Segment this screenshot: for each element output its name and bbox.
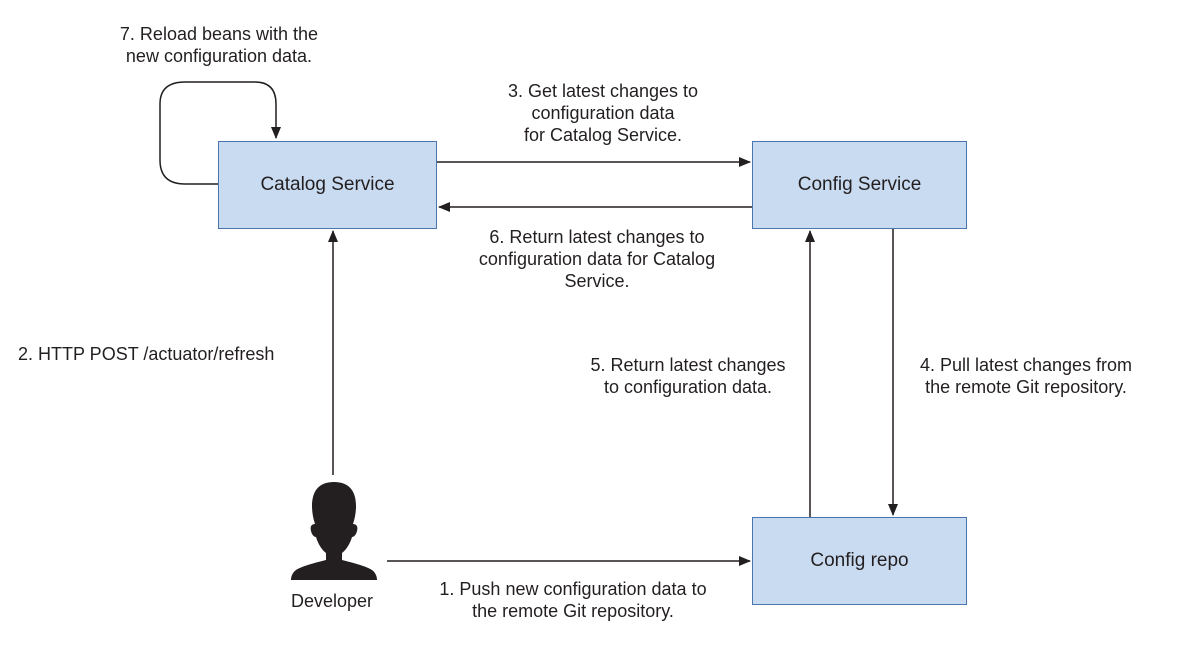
developer-label: Developer [290, 591, 374, 611]
step5-label: 5. Return latest changes to configuratio… [590, 355, 786, 397]
config-service-box: Config Service [752, 141, 967, 229]
catalog-service-box: Catalog Service [218, 141, 437, 229]
catalog-service-label: Catalog Service [260, 174, 395, 195]
config-repo-label: Config repo [810, 550, 909, 571]
arrow-step7-self-loop [159, 81, 281, 185]
person-silhouette-icon [291, 482, 377, 580]
step1-label: 1. Push new configuration data to the re… [439, 579, 707, 621]
step2-label: 2. HTTP POST /actuator/refresh [18, 344, 275, 364]
step6-label: 6. Return latest changes to configuratio… [478, 227, 716, 291]
step7-label: 7. Reload beans with the new configurati… [119, 24, 319, 66]
step3-label: 3. Get latest changes to configuration d… [507, 81, 699, 145]
config-repo-box: Config repo [752, 517, 967, 605]
step4-label: 4. Pull latest changes from the remote G… [919, 355, 1133, 397]
config-service-label: Config Service [797, 174, 922, 195]
